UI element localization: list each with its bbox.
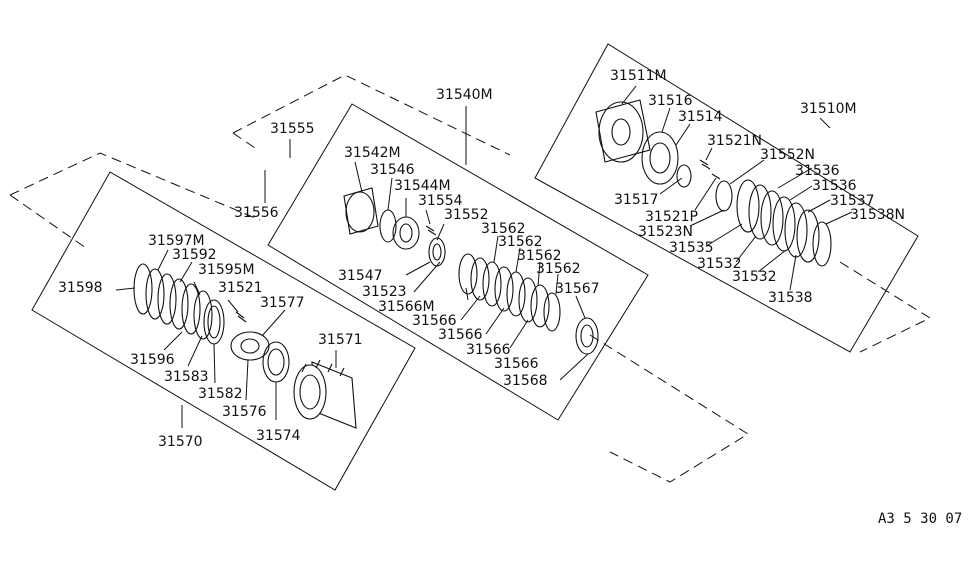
clutch-plates-31562 xyxy=(458,253,561,332)
ring-31552n xyxy=(715,180,733,212)
label-31567: 31567 xyxy=(555,281,600,297)
drum-31571 xyxy=(293,359,357,429)
seal-31517 xyxy=(676,164,692,188)
ring-31538n xyxy=(812,221,832,267)
snap-ring-31574 xyxy=(262,341,290,383)
clutch-plates-31570 xyxy=(133,263,247,345)
label-31538n: 31538N xyxy=(850,207,905,223)
label-31540m: 31540M xyxy=(436,87,493,103)
hub-31544m xyxy=(392,216,420,250)
label-31562-c: 31562 xyxy=(517,248,562,264)
label-31556: 31556 xyxy=(234,205,279,221)
label-31546: 31546 xyxy=(370,162,415,178)
retainer-31567 xyxy=(575,317,599,355)
label-31566-b: 31566 xyxy=(438,327,483,343)
label-31562-a: 31562 xyxy=(481,221,526,237)
housing-31511m xyxy=(595,99,651,163)
label-31538: 31538 xyxy=(768,290,813,306)
label-31570: 31570 xyxy=(158,434,203,450)
label-31554: 31554 xyxy=(418,193,463,209)
label-31566-d: 31566 xyxy=(494,356,539,372)
label-31595m: 31595M xyxy=(198,262,255,278)
label-31523n: 31523N xyxy=(638,224,693,240)
label-31544m: 31544M xyxy=(394,178,451,194)
pin-31554 xyxy=(425,225,437,236)
label-31574: 31574 xyxy=(256,428,301,444)
label-31566-c: 31566 xyxy=(466,342,511,358)
pin-31521n xyxy=(699,159,721,180)
label-31535: 31535 xyxy=(669,240,714,256)
label-31521p: 31521P xyxy=(645,209,698,225)
label-31596: 31596 xyxy=(130,352,175,368)
label-31552n: 31552N xyxy=(760,147,815,163)
label-31516: 31516 xyxy=(648,93,693,109)
label-31582: 31582 xyxy=(198,386,243,402)
label-31532-b: 31532 xyxy=(732,269,777,285)
dashed-shaft-outline xyxy=(9,74,932,483)
piston-31577 xyxy=(230,331,270,361)
part-labels: 31555 31556 31540M 31542M 31546 31544M 3… xyxy=(58,68,962,527)
label-31598: 31598 xyxy=(58,280,103,296)
label-31568: 31568 xyxy=(503,373,548,389)
label-31566m: 31566M xyxy=(378,299,435,315)
group-box-31510m xyxy=(534,43,919,353)
diagram-code: A3 5 30 07 xyxy=(878,511,962,527)
label-31521: 31521 xyxy=(218,280,263,296)
label-31542m: 31542M xyxy=(344,145,401,161)
bearing-31552 xyxy=(428,237,446,267)
label-31511m: 31511M xyxy=(610,68,667,84)
leader-lines xyxy=(115,85,853,428)
label-31577: 31577 xyxy=(260,295,305,311)
label-31576: 31576 xyxy=(222,404,267,420)
label-31562-d: 31562 xyxy=(536,261,581,277)
drum-31542m xyxy=(343,187,379,235)
label-31537: 31537 xyxy=(830,193,875,209)
label-31521n: 31521N xyxy=(707,133,762,149)
group-box-31540m xyxy=(267,103,649,421)
label-31523: 31523 xyxy=(362,284,407,300)
label-31552: 31552 xyxy=(444,207,489,223)
label-31510m: 31510M xyxy=(800,101,857,117)
label-31583: 31583 xyxy=(164,369,209,385)
label-31562-b: 31562 xyxy=(498,234,543,250)
label-31547: 31547 xyxy=(338,268,383,284)
label-31566-a: 31566 xyxy=(412,313,457,329)
piston-31516 xyxy=(641,131,679,185)
label-31532-a: 31532 xyxy=(697,256,742,272)
label-31555: 31555 xyxy=(270,121,315,137)
label-31536-a: 31536 xyxy=(795,163,840,179)
label-31592: 31592 xyxy=(172,247,217,263)
label-31514: 31514 xyxy=(678,109,723,125)
label-31536-b: 31536 xyxy=(812,178,857,194)
label-31597m: 31597M xyxy=(148,233,205,249)
group-box-31570 xyxy=(31,171,416,491)
clutch-plates-31536 xyxy=(736,179,820,263)
label-31571: 31571 xyxy=(318,332,363,348)
label-31517: 31517 xyxy=(614,192,659,208)
